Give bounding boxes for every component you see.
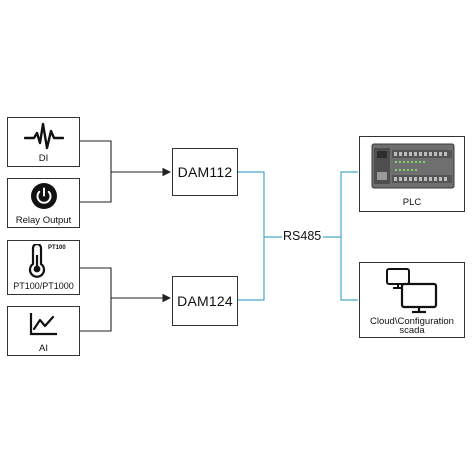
input-relay-box: Relay Output xyxy=(7,178,80,228)
connector-lower-group xyxy=(79,267,172,332)
computer-monitors-icon xyxy=(386,268,438,314)
rs485-bus-lines xyxy=(238,171,358,301)
module-dam124: DAM124 xyxy=(172,276,238,326)
line-chart-icon xyxy=(29,313,57,336)
ai-label: AI xyxy=(39,343,48,354)
input-ai-box: AI xyxy=(7,306,80,356)
output-plc-box: PLC xyxy=(359,136,465,212)
pt100-badge: PT100 xyxy=(48,245,66,251)
power-icon xyxy=(31,183,57,209)
rs485-label: RS485 xyxy=(283,229,322,243)
plc-label: PLC xyxy=(402,197,422,208)
input-di-box: DI xyxy=(7,117,80,167)
di-label: DI xyxy=(38,153,49,164)
cloud-label-line1: Cloud\Configuration xyxy=(370,316,454,327)
module-dam112: DAM112 xyxy=(172,148,238,196)
connector-upper-group xyxy=(79,140,172,203)
thermometer-icon xyxy=(28,244,46,278)
pt-label: PT100/PT1000 xyxy=(13,281,74,291)
output-cloud-box: Cloud\Configuration scada xyxy=(359,262,465,338)
relay-label: Relay Output xyxy=(15,215,72,226)
cloud-label-line2: scada xyxy=(399,325,425,336)
pulse-wave-icon xyxy=(24,122,64,150)
plc-device-icon xyxy=(371,143,455,189)
input-pt-box: PT100 PT100/PT1000 xyxy=(7,240,80,295)
